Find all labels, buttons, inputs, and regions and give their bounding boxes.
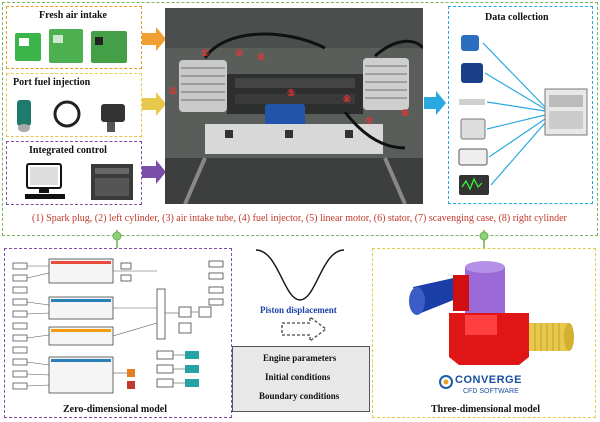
port-fuel-panel: Port fuel injection <box>6 73 142 137</box>
purple-arrow-icon <box>142 160 166 184</box>
condition-boundary: Boundary conditions <box>259 391 340 401</box>
converge-logo-icon <box>439 375 453 389</box>
condition-initial: Initial conditions <box>265 372 331 382</box>
photo-label-3: ③ <box>235 48 244 58</box>
yellow-arrow-icon <box>142 92 166 116</box>
cfd-model-illustration <box>409 261 574 365</box>
piston-label: Piston displacement <box>260 305 337 315</box>
fresh-air-panel: Fresh air intake <box>6 6 142 69</box>
cfd-software-text: CFD SOFTWARE <box>463 388 519 395</box>
sensors-illustration <box>458 35 588 195</box>
blue-arrow-icon <box>424 91 446 115</box>
photo-label-1: ① <box>201 48 210 58</box>
simulink-diagram <box>12 258 224 394</box>
computer-icon <box>25 163 133 200</box>
fuel-parts-icon <box>17 100 125 132</box>
port-fuel-title: Port fuel injection <box>13 77 91 88</box>
orange-arrow-icon <box>142 27 166 51</box>
photo-label-4: ④ <box>257 52 266 62</box>
top-frame <box>2 2 598 236</box>
fresh-air-title: Fresh air intake <box>39 10 107 21</box>
engine-photo: ① ② ③ ④ ⑤ ⑥ ⑦ ⑧ <box>165 8 423 204</box>
piston-curve <box>255 249 345 301</box>
zero-dim-panel: Zero-dimensional model <box>4 248 232 418</box>
air-machines-icon <box>15 29 127 63</box>
integrated-control-title: Integrated control <box>29 145 107 156</box>
conditions-box: Engine parameters Initial conditions Bou… <box>232 346 370 412</box>
photo-label-7: ⑦ <box>365 116 374 126</box>
condition-engine-parameters: Engine parameters <box>263 353 337 363</box>
photo-label-5: ⑤ <box>287 88 296 98</box>
integrated-control-panel: Integrated control <box>6 141 142 205</box>
three-dim-panel: CONVERGE CFD SOFTWARE Three-dimensional … <box>372 248 596 418</box>
left-connector-icon <box>112 230 122 250</box>
right-connector-icon <box>479 230 489 250</box>
photo-label-8: ⑧ <box>401 108 410 118</box>
three-dim-label: Three-dimensional model <box>431 404 540 415</box>
dashed-arrow-icon <box>281 316 328 342</box>
zero-dim-label: Zero-dimensional model <box>63 404 167 415</box>
engine-illustration <box>165 8 423 204</box>
converge-logo-text: CONVERGE <box>455 374 522 386</box>
data-collection-title: Data collection <box>485 12 549 23</box>
photo-label-2: ② <box>169 86 178 96</box>
photo-caption: (1) Spark plug, (2) left cylinder, (3) a… <box>32 213 567 224</box>
photo-label-6: ⑥ <box>343 94 352 104</box>
data-collection-panel: Data collection <box>448 6 593 204</box>
